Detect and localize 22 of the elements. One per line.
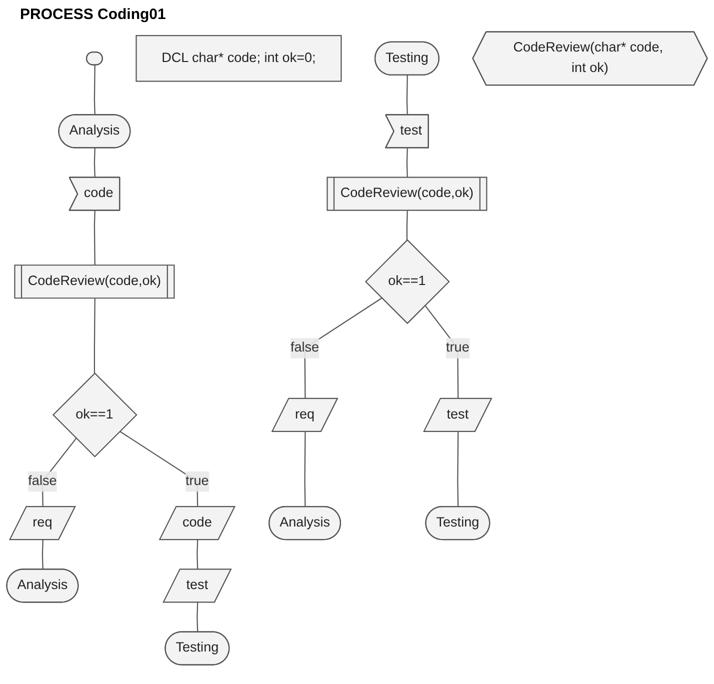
connector (94, 298, 96, 374)
connector (94, 210, 96, 266)
node-diamond: ok==1 (52, 372, 138, 458)
connector (119, 430, 198, 507)
connector (457, 432, 459, 507)
connector (406, 210, 408, 240)
diagram-title: PROCESS Coding01 (20, 6, 167, 23)
connector (94, 65, 96, 116)
edge-label: true (186, 474, 209, 488)
edge-label: false (28, 474, 57, 488)
edge-label: true (446, 340, 470, 356)
edge-label: false (290, 340, 320, 356)
connector (94, 148, 96, 178)
node-box: DCL char* code; int ok=0; (136, 35, 342, 82)
connector (42, 540, 44, 570)
connector (406, 75, 408, 116)
node-diamond: ok==1 (364, 239, 450, 324)
connector (424, 304, 459, 399)
connector (406, 148, 408, 178)
connector (196, 540, 198, 570)
connector (196, 602, 198, 632)
connector (304, 432, 306, 507)
